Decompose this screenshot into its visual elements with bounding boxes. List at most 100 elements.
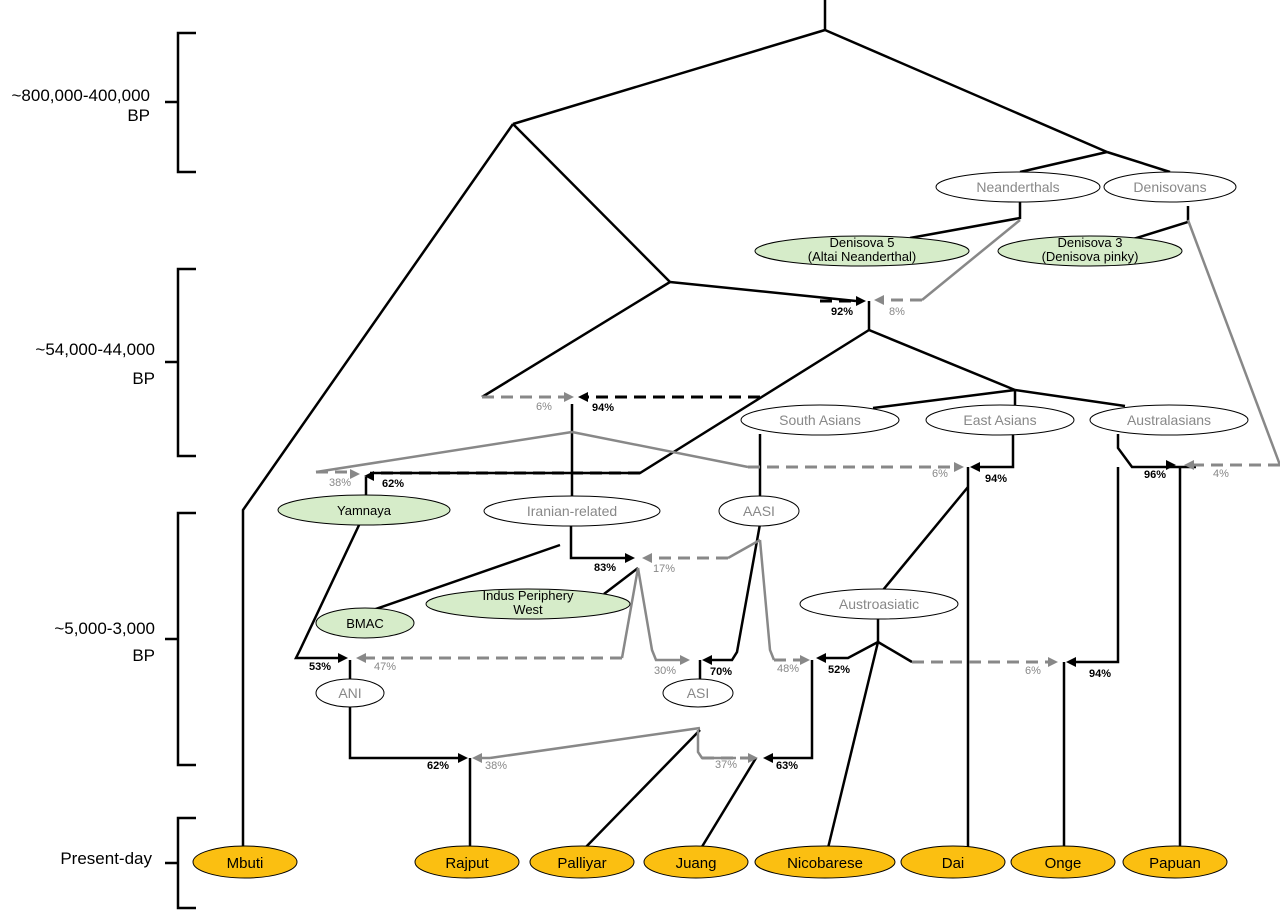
pct-63: 63% [776,760,798,772]
pct-6a: 6% [536,401,552,413]
svg-text:Iranian-related: Iranian-related [527,503,617,519]
svg-text:Mbuti: Mbuti [227,855,264,872]
node-iranian-related: Iranian-related [483,495,661,527]
eurasian-split-east [868,328,1016,392]
node-ani: ANI [315,678,385,708]
neanderthals-to-denisova5 [909,201,1022,240]
sample-bmac: BMAC [315,607,415,639]
present-day-populations: Mbuti Rajput Palliyar Juang Nicobarese D… [192,845,1228,879]
era-label-2-line1: ~54,000-44,000 [35,340,155,359]
ooa-to-ghost-west [481,280,671,399]
era-label-1-line2: BP [127,106,150,125]
asi-to-juang-admix [696,730,736,760]
node-austroasiatic: Austroasiatic [799,588,959,620]
modern-human-to-mbuti [241,123,515,848]
svg-text:East Asians: East Asians [963,412,1036,428]
svg-text:Austroasiatic: Austroasiatic [839,596,919,612]
svg-text:Neanderthals: Neanderthals [976,179,1059,195]
modern-dai: Dai [900,845,1006,879]
pct-47: 47% [374,661,396,673]
basal-to-yamnaya-admix [315,430,573,474]
pct-53: 53% [309,661,331,673]
era-bracket-2 [165,267,196,458]
ancient-samples: Denisova 5 (Altai Neanderthal) Denisova … [277,235,1183,639]
asi-to-rajput-admix [489,726,701,760]
austro-admix-stem [773,660,814,760]
pct-70: 70% [710,666,732,678]
neanderthal-introgression [921,219,1021,301]
era-brackets [165,31,196,910]
svg-text:ASI: ASI [687,685,710,701]
admixture-arrows [316,295,1280,763]
node-asi: ASI [662,678,734,708]
root-to-modern-human [512,28,826,126]
node-east-asians: East Asians [925,404,1075,436]
asi-to-palliyar [582,729,701,851]
austroasiatic-to-nicobarese [826,641,880,849]
era-labels: ~800,000-400,000 BP ~54,000-44,000 BP ~5… [12,86,156,868]
ani-to-rajput-admix [348,705,458,760]
archaic-to-denisovans [1106,150,1171,174]
aasi-to-austro-admix [758,539,776,661]
svg-text:AASI: AASI [743,503,775,519]
era-bracket-3 [165,511,196,767]
east-asians-stem [980,434,1015,469]
modern-palliyar: Palliyar [529,845,635,879]
sample-indus-periphery-west: Indus Periphery West [425,588,631,620]
svg-text:Indus Periphery: Indus Periphery [482,588,574,603]
australasians-stem [1116,434,1196,469]
svg-text:South Asians: South Asians [779,412,861,428]
pct-94b: 94% [985,473,1007,485]
pct-4: 4% [1213,468,1229,480]
pct-94a: 94% [592,402,614,414]
pct-17: 17% [653,563,675,575]
svg-text:Palliyar: Palliyar [557,855,606,872]
era-label-4: Present-day [60,849,152,868]
pct-30: 30% [654,665,676,677]
svg-text:Papuan: Papuan [1149,855,1201,872]
node-south-asians: South Asians [740,404,900,436]
era-label-2-line2: BP [132,369,155,388]
svg-text:Australasians: Australasians [1127,412,1211,428]
svg-text:BMAC: BMAC [346,616,384,631]
pct-62a: 62% [382,478,404,490]
indus-to-ani-admix [620,567,640,659]
denisovan-introgression [1186,219,1280,466]
archaic-to-neanderthals [1019,150,1108,174]
root-to-archaic [824,28,1108,154]
onge-ancestry-from-australasians [1076,467,1120,664]
ea-node-to-austroasiatic [882,486,969,591]
svg-text:West: West [513,602,543,617]
iranian-to-bmac [366,543,561,614]
modern-human-to-ooa [512,123,671,283]
austroasiatic-to-juang-admix [826,640,879,660]
era-label-3-line1: ~5,000-3,000 [54,619,155,638]
sample-denisova-3: Denisova 3 (Denisova pinky) [997,235,1183,267]
svg-text:Juang: Juang [676,855,717,872]
modern-papuan: Papuan [1122,845,1228,879]
denisovans-to-denisova3 [1129,206,1190,242]
east-to-australasians [1014,388,1126,408]
svg-text:Denisova 5: Denisova 5 [829,235,894,250]
aasi-to-indus-admix [727,538,761,560]
yamnaya-to-ani-admix [293,522,362,660]
east-to-south-asians [872,388,1016,410]
pct-48: 48% [777,663,799,675]
node-australasians: Australasians [1089,404,1249,436]
modern-nicobarese: Nicobarese [754,845,896,879]
pct-94c: 94% [1089,668,1111,680]
modern-onge: Onge [1010,845,1116,879]
svg-text:Denisova 3: Denisova 3 [1057,235,1122,250]
svg-text:Onge: Onge [1045,855,1082,872]
era-bracket-4 [165,816,196,910]
svg-text:Denisovans: Denisovans [1133,179,1206,195]
svg-text:Dai: Dai [942,855,965,872]
pct-38b: 38% [485,760,507,772]
era-bracket-1 [165,31,196,174]
pct-6b: 6% [932,468,948,480]
svg-text:ANI: ANI [338,685,361,701]
admixture-percentages: 92% 8% 6% 94% 38% 62% 6% 94% 96% 4% 83% … [309,306,1229,772]
modern-juang: Juang [643,845,749,879]
basal-to-east-admix [571,430,749,469]
population-nodes: Neanderthals Denisovans South Asians Eas… [315,171,1249,708]
